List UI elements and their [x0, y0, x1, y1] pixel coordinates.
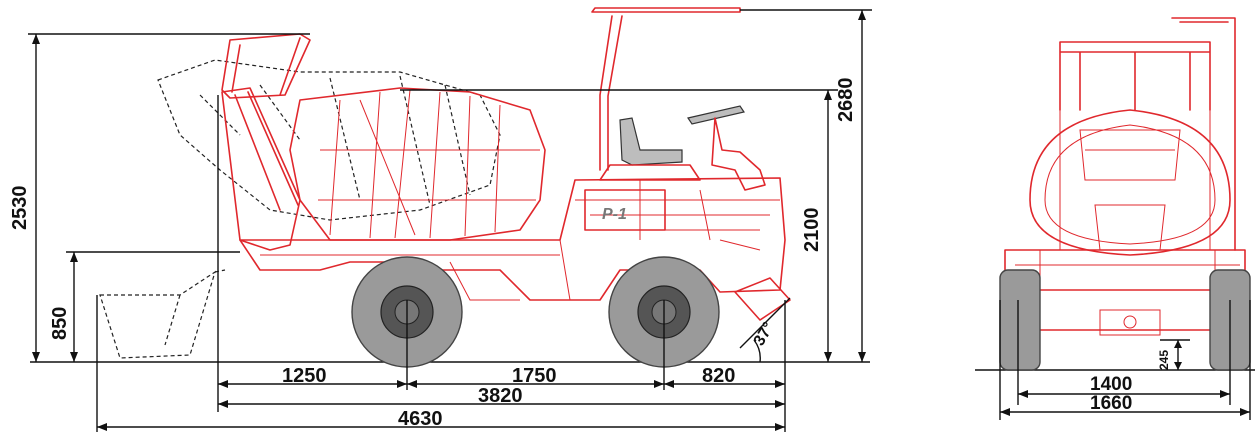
steering-wheel: [687, 105, 745, 125]
front-left-wheel: [999, 269, 1041, 371]
plate-label: P-1: [602, 206, 627, 223]
chassis-details: [260, 180, 780, 301]
dim-1660-label: 1660: [1090, 393, 1132, 414]
skip-lowered-outline: [99, 269, 226, 359]
drum-tilted-outline: [157, 59, 501, 221]
dim-arrows-row1: [218, 380, 785, 388]
dim-1250-label: 1250: [282, 365, 327, 387]
front-drum: [1029, 109, 1231, 256]
approach-angle-line: [739, 297, 791, 363]
rops-canopy: [591, 7, 741, 171]
dim-850-label: 850: [49, 307, 71, 340]
dim-820-label: 820: [702, 365, 735, 387]
skip-raised: [221, 33, 311, 99]
rear-wheel: [351, 256, 463, 390]
dim-4630-label: 4630: [398, 408, 443, 430]
rear-ramp: [734, 277, 791, 321]
dim-3820-label: 3820: [478, 385, 523, 407]
front-drum-inner: [1044, 124, 1216, 251]
dim-2530-label: 2530: [9, 186, 31, 231]
steering-column: [711, 117, 766, 191]
dim-2100-label: 2100: [801, 208, 823, 253]
engine-box: [584, 189, 666, 231]
mixer-drum: [289, 87, 546, 241]
dim-245-label: 245: [1157, 350, 1171, 370]
dim-1750-label: 1750: [512, 365, 557, 387]
operator-seat: [619, 117, 683, 166]
drum-blades: [318, 89, 540, 239]
front-hitch: [1123, 315, 1137, 329]
front-wheel: [608, 256, 720, 390]
approach-angle-label: 37°: [751, 319, 778, 348]
drum-tilted-outline-inner: [199, 75, 471, 206]
skip-arm: [221, 87, 301, 251]
seat-base: [599, 164, 701, 181]
front-chassis-detail: [1015, 50, 1240, 336]
front-canopy: [1059, 17, 1236, 251]
dim-2680-label: 2680: [835, 78, 857, 123]
dim-arrows-245: [1174, 340, 1182, 370]
side-view: P-1 37° 2530: [9, 7, 872, 432]
dim-1400-label: 1400: [1090, 374, 1132, 395]
chassis-frame: [239, 177, 786, 301]
front-view: 245 1400 1660: [975, 17, 1255, 420]
